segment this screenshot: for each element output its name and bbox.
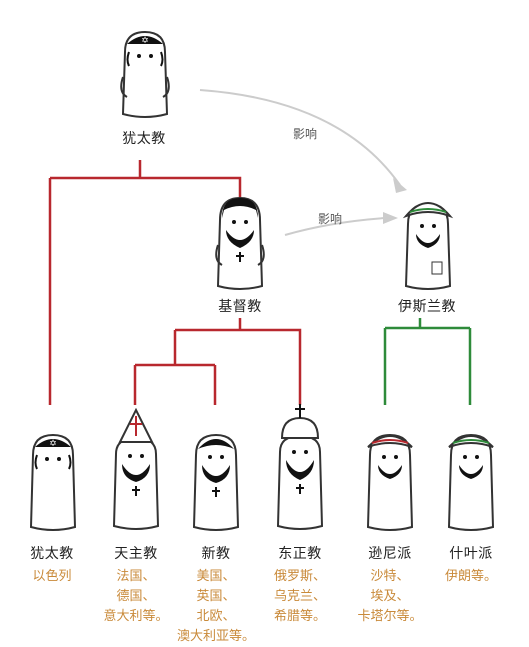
judaism-figure-icon: ✡ bbox=[29, 433, 77, 531]
region-item: 法国、 bbox=[116, 569, 156, 584]
christianity-branch-line bbox=[133, 318, 302, 405]
islam-figure-icon bbox=[402, 202, 454, 290]
region-item: 沙特、 bbox=[370, 569, 410, 584]
region-item: 希腊等。 bbox=[273, 609, 327, 624]
judaism-label: 犹太教 bbox=[30, 546, 74, 562]
protestantism-regions: 美国、 英国、 北欧、 澳大利亚等。 bbox=[177, 567, 255, 647]
region-item: 俄罗斯、 bbox=[273, 569, 327, 584]
region-item: 埃及、 bbox=[370, 589, 410, 604]
region-item: 澳大利亚等。 bbox=[176, 629, 256, 644]
region-item: 美国、 bbox=[196, 569, 236, 584]
region-item: 意大利等。 bbox=[103, 609, 169, 624]
islam-label: 伊斯兰教 bbox=[398, 299, 456, 315]
christianity-label: 基督教 bbox=[218, 299, 262, 315]
christianity-islam-arrow bbox=[284, 217, 386, 236]
catholicism-figure-icon bbox=[112, 408, 160, 530]
catholicism-label: 天主教 bbox=[114, 546, 158, 562]
judaism-islam-arrow bbox=[199, 89, 401, 186]
region-item: 德国、 bbox=[116, 589, 156, 604]
region-item: 英国、 bbox=[196, 589, 236, 604]
region-item: 伊朗等。 bbox=[444, 569, 498, 584]
shia-label: 什叶派 bbox=[449, 546, 493, 562]
protestantism-figure-icon bbox=[192, 433, 240, 531]
protestantism-label: 新教 bbox=[201, 546, 231, 562]
catholicism-regions: 法国、 德国、 意大利等。 bbox=[103, 567, 168, 627]
sunni-figure-icon bbox=[366, 433, 414, 531]
judaism-regions: 以色列 bbox=[32, 567, 71, 587]
judaism-top-label: 犹太教 bbox=[122, 131, 166, 147]
christianity-figure-icon bbox=[215, 196, 265, 290]
svg-text:✡: ✡ bbox=[141, 36, 149, 46]
region-item: 北欧、 bbox=[196, 609, 236, 624]
influence-label-judaism: 影响 bbox=[293, 127, 318, 141]
orthodoxy-regions: 俄罗斯、 乌克兰、 希腊等。 bbox=[274, 567, 326, 627]
judaism-to-christianity-line bbox=[50, 160, 242, 198]
region-item: 卡塔尔等。 bbox=[357, 609, 423, 624]
islam-branch-line bbox=[383, 318, 472, 405]
judaism-top-figure-icon: ✡ bbox=[120, 30, 170, 118]
orthodoxy-figure-icon bbox=[276, 404, 324, 530]
sunni-regions: 沙特、 埃及、 卡塔尔等。 bbox=[357, 567, 422, 627]
influence-label-christianity: 影响 bbox=[318, 212, 343, 226]
region-item: 以色列 bbox=[32, 569, 72, 584]
sunni-label: 逊尼派 bbox=[368, 546, 412, 562]
region-item: 乌克兰、 bbox=[273, 589, 327, 604]
svg-text:✡: ✡ bbox=[49, 439, 57, 449]
shia-regions: 伊朗等。 bbox=[445, 567, 497, 587]
shia-figure-icon bbox=[447, 433, 495, 531]
orthodoxy-label: 东正教 bbox=[278, 546, 322, 562]
